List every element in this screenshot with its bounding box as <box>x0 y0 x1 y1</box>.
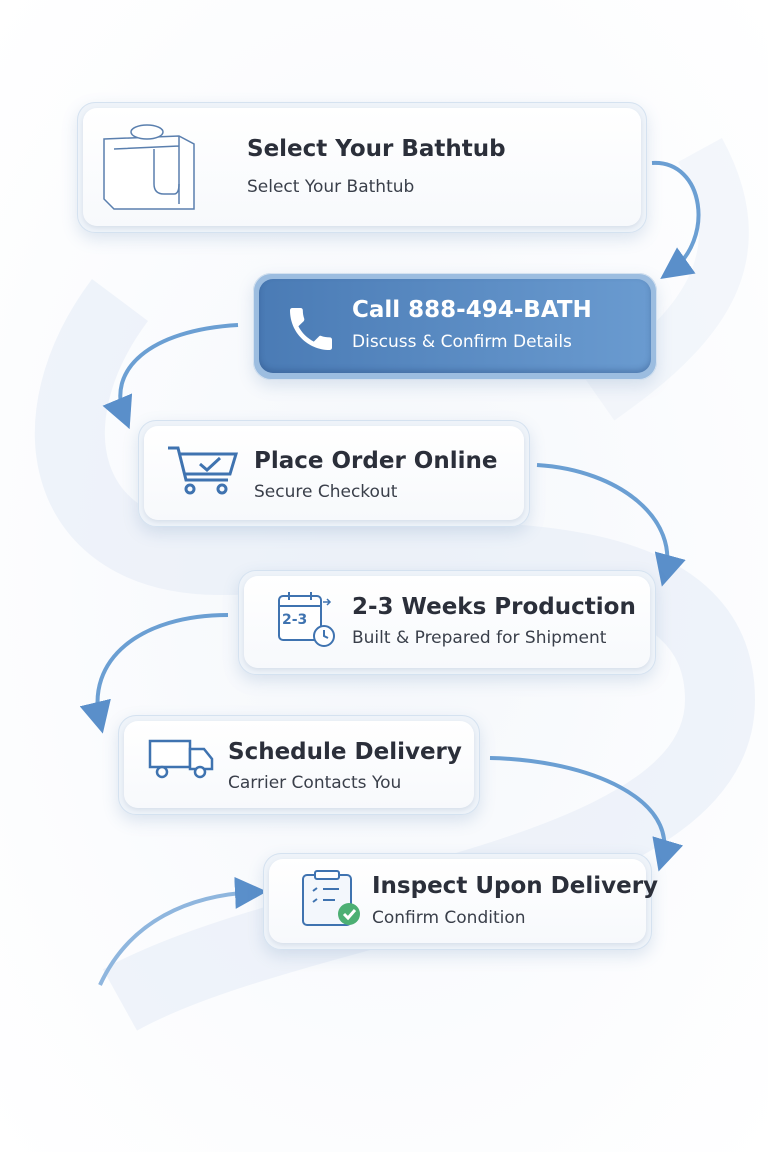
bathtub-icon <box>103 124 195 210</box>
step-card-select-bathtub: Select Your Bathtub Select Your Bathtub <box>77 102 647 233</box>
step-title: Select Your Bathtub <box>247 136 506 162</box>
step-subtitle: Confirm Condition <box>372 908 526 928</box>
step-card-inspect: Inspect Upon Delivery Confirm Condition <box>263 853 658 950</box>
calendar-clock-icon: 2-3 <box>276 590 336 650</box>
truck-icon <box>148 739 214 779</box>
step-subtitle: Carrier Contacts You <box>228 773 402 793</box>
arrow-3-to-4 <box>536 463 686 587</box>
arrow-4-to-5 <box>79 613 229 734</box>
clipboard-check-icon <box>302 870 360 926</box>
arrow-into-6 <box>98 876 267 986</box>
step-card-place-order: Place Order Online Secure Checkout <box>138 420 530 527</box>
step-subtitle: Secure Checkout <box>254 482 398 502</box>
shopping-cart-icon <box>168 446 239 495</box>
step-subtitle: Built & Prepared for Shipment <box>352 628 607 648</box>
step-title: Inspect Upon Delivery <box>372 873 659 899</box>
step-card-production: 2-3 2-3 Weeks Production Built & Prepare… <box>238 570 656 675</box>
arrow-1-to-2 <box>651 160 701 279</box>
step-subtitle: Discuss & Confirm Details <box>352 332 572 352</box>
step-card-schedule-delivery: Schedule Delivery Carrier Contacts You <box>118 715 480 815</box>
step-title: Place Order Online <box>254 448 498 474</box>
step-title: 2-3 Weeks Production <box>352 594 636 620</box>
arrow-5-to-6 <box>489 756 684 872</box>
arrow-2-to-3 <box>102 323 239 430</box>
step-title: Call 888-494-BATH <box>352 297 592 323</box>
phone-icon <box>290 308 332 350</box>
step-subtitle: Select Your Bathtub <box>247 177 415 197</box>
step-card-call[interactable]: Call 888-494-BATH Discuss & Confirm Deta… <box>253 273 657 380</box>
step-title: Schedule Delivery <box>228 739 462 765</box>
calendar-icon-text: 2-3 <box>282 612 308 628</box>
